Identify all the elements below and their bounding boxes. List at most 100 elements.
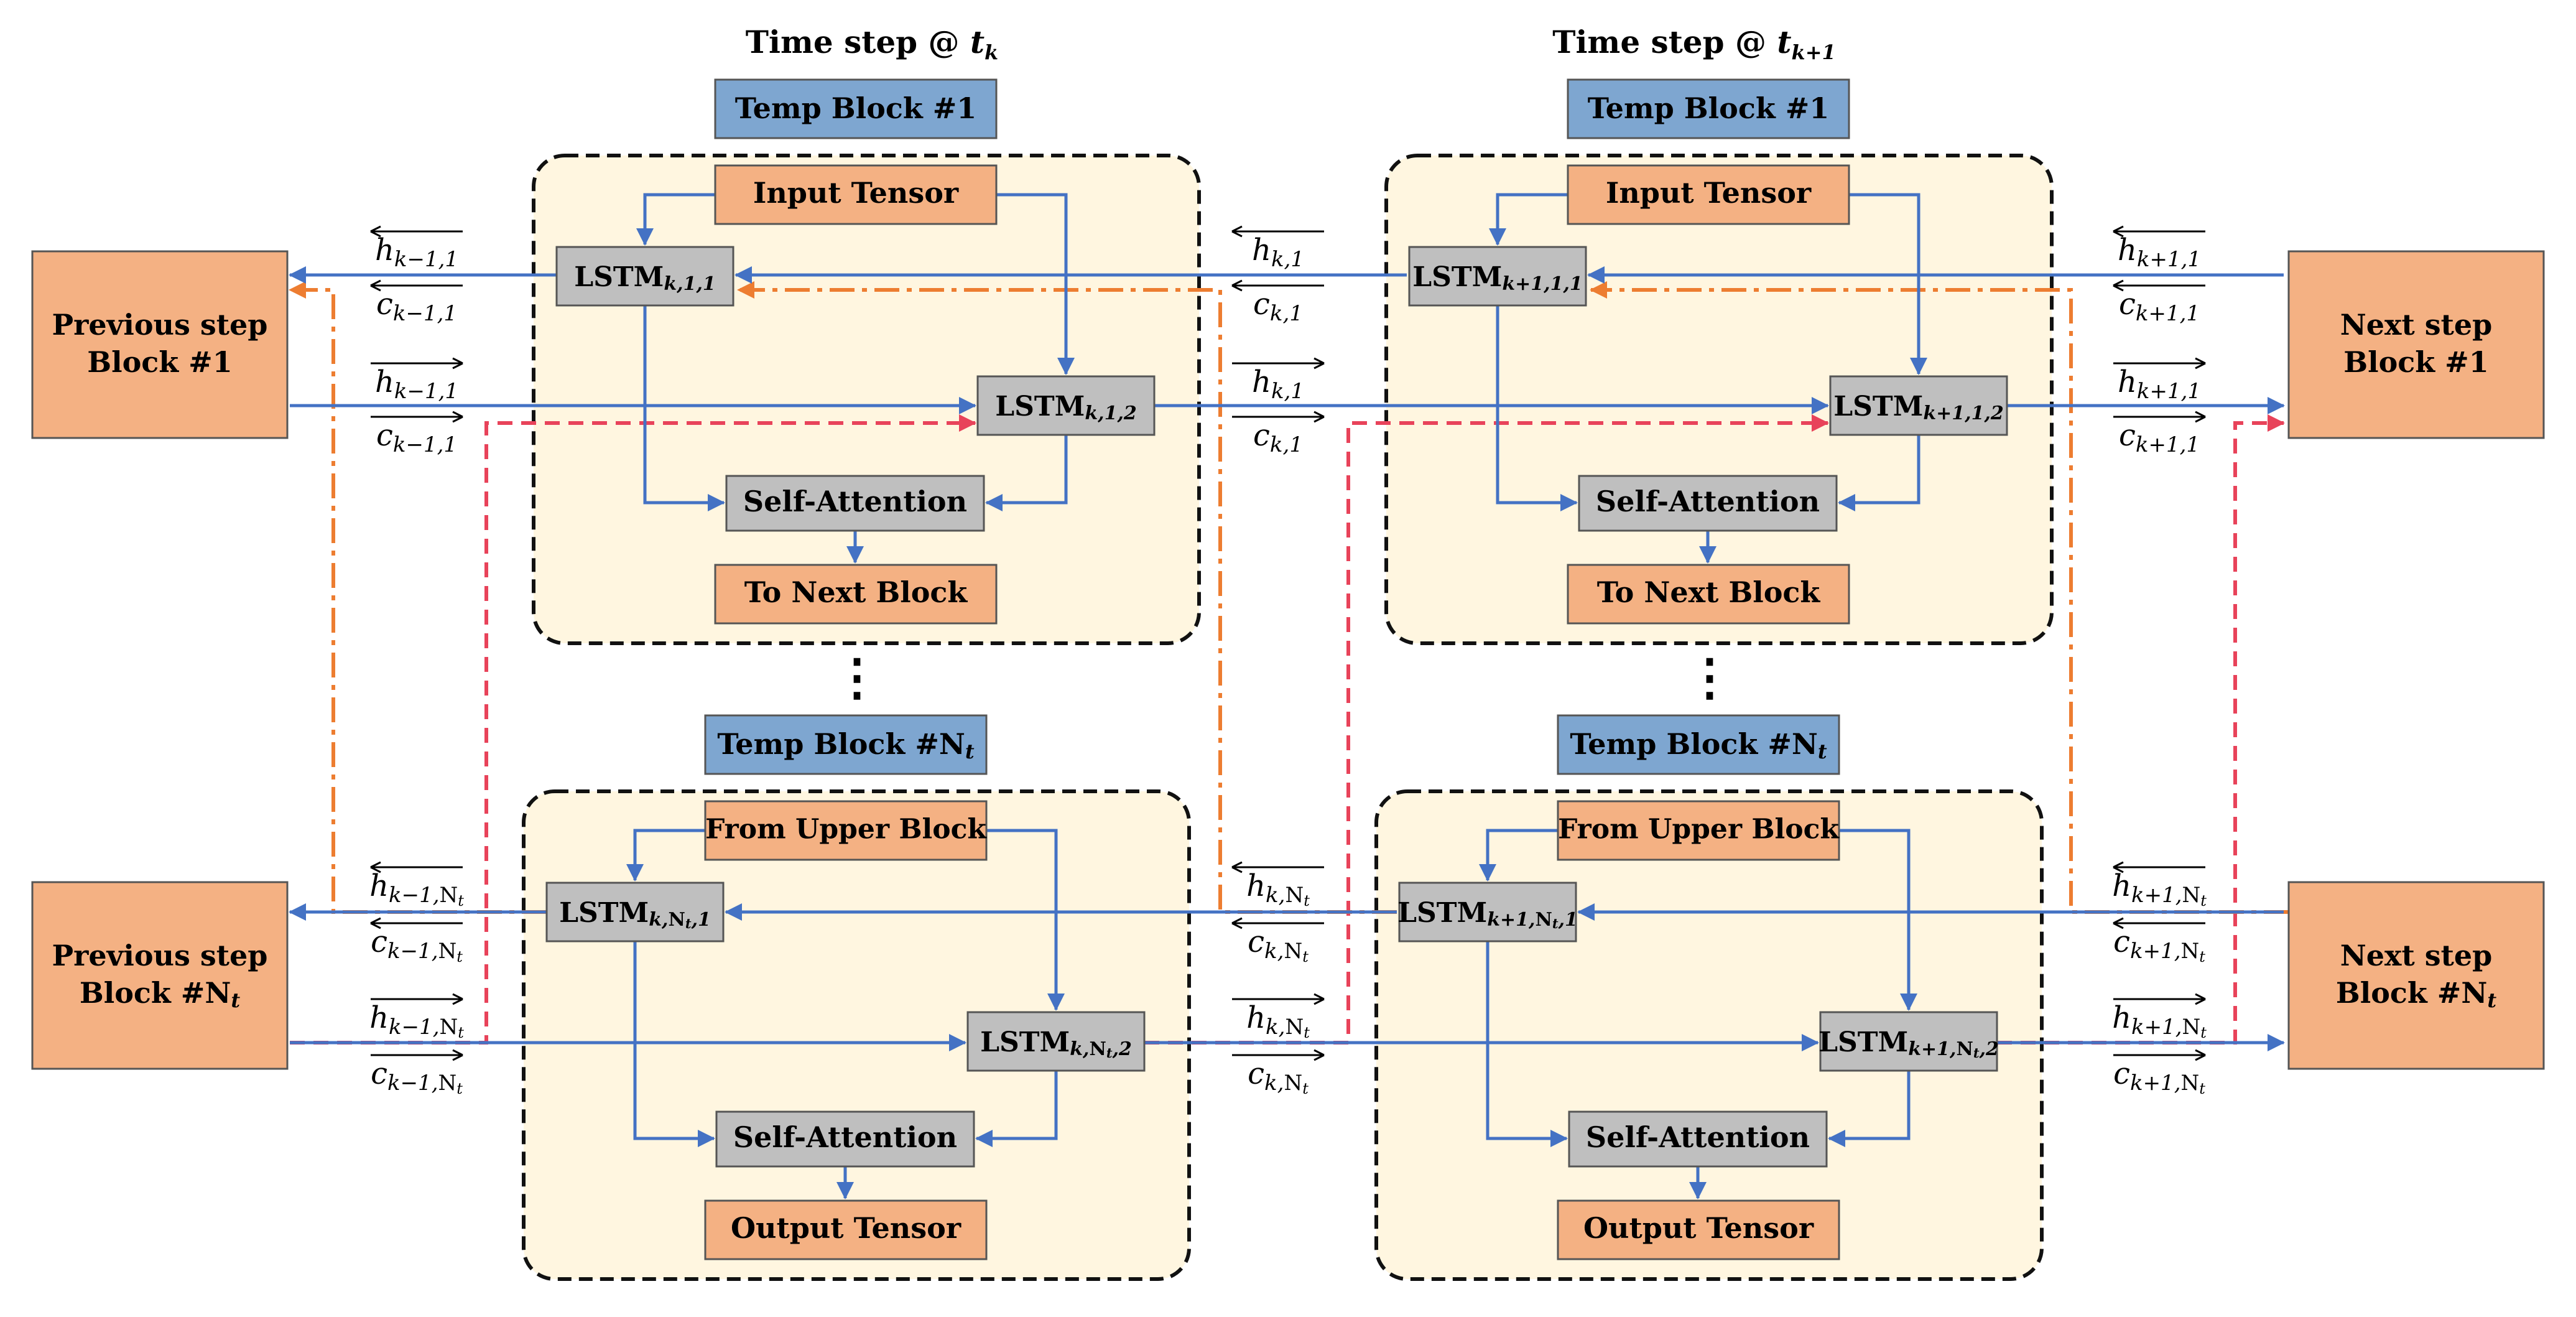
ts1-bottom-lstm2-label: LSTMk+1,Nt,2	[1818, 1026, 1999, 1061]
label-c-back-next-1-text: ck+1,1	[2119, 287, 2200, 326]
ts1-bottom-lstm2	[1819, 1011, 1998, 1072]
ts1-top-lstm2	[1829, 375, 2008, 436]
ts1-bottom-output	[1557, 1199, 1840, 1260]
label-c-fwd-mid-1-arrowhead	[1313, 411, 1325, 423]
ts1-bottom-header-label: Temp Block #Nt	[1570, 727, 1827, 763]
label-c-fwd-next-1: ck+1,1	[2113, 411, 2206, 457]
ts0-top-input-label: Input Tensor	[753, 176, 959, 210]
ts0-top-output-label: To Next Block	[744, 575, 968, 609]
ts0-bottom-lstm2-label: LSTMk,Nt,2	[980, 1026, 1132, 1061]
ts0-bottom-header-label: Temp Block #Nt	[717, 727, 975, 763]
label-h-fwd-mid-n: hk,Nt	[1232, 993, 1325, 1041]
prev-step-block-nt-line2: Block #Nt	[80, 976, 241, 1012]
label-c-back-next-n-arrowhead	[2113, 917, 2124, 929]
next-step-block-1-line2: Block #1	[2343, 345, 2488, 379]
label-h-back-prev-n-arrowhead	[370, 861, 381, 873]
next-step-block-1	[2287, 250, 2545, 439]
ts1-bottom-attention-label: Self-Attention	[1586, 1120, 1810, 1154]
label-c-back-mid-n-arrowhead	[1231, 917, 1243, 929]
label-c-fwd-prev-1: ck−1,1	[371, 411, 463, 457]
label-h-fwd-prev-n: hk−1,Nt	[369, 993, 464, 1041]
label-c-back-mid-1-arrowhead	[1231, 279, 1243, 292]
ts1-top-attention-label: Self-Attention	[1596, 485, 1820, 518]
label-c-back-prev-n-arrowhead	[370, 917, 381, 929]
label-c-fwd-mid-1-text: ck,1	[1253, 418, 1303, 457]
label-c-back-mid-n: ck,Nt	[1231, 917, 1324, 966]
label-c-fwd-mid-n: ck,Nt	[1232, 1049, 1325, 1097]
label-c-fwd-prev-n-arrowhead	[452, 1049, 463, 1061]
label-c-back-next-n-text: ck+1,Nt	[2113, 924, 2205, 966]
ts0-bottom-edge-lstm2-attn	[975, 1071, 1058, 1147]
ts0-bottom-lstm1-label: LSTMk,Nt,1	[559, 897, 711, 931]
label-h-back-mid-1-arrowhead	[1231, 225, 1243, 238]
label-h-fwd-next-n: hk+1,Nt	[2112, 993, 2207, 1041]
ts0-ellipsis: ⋮	[832, 648, 882, 706]
ts1-top-edge-lstm1-attn	[1496, 305, 1578, 511]
label-h-back-prev-1: hk−1,1	[370, 225, 463, 272]
label-c-back-prev-1: ck−1,1	[370, 279, 463, 326]
ts0-top-header-label: Temp Block #1	[735, 91, 977, 125]
ts0-top-header	[714, 78, 998, 139]
label-c-back-mid-1: ck,1	[1231, 279, 1324, 326]
label-c-fwd-next-n-arrowhead	[2195, 1049, 2206, 1061]
prev-step-block-1-line1: Previous step	[52, 308, 268, 342]
ts1-top-header-label: Temp Block #1	[1588, 91, 1830, 125]
label-h-back-mid-n-text: hk,Nt	[1246, 868, 1310, 910]
ts1-bottom-attention	[1568, 1110, 1828, 1168]
label-h-back-next-n-text: hk+1,Nt	[2112, 868, 2207, 910]
label-h-back-mid-n: hk,Nt	[1231, 861, 1324, 910]
label-h-back-prev-1-arrowhead	[370, 225, 381, 238]
ts0-bottom-output	[704, 1199, 988, 1260]
label-c-fwd-mid-n-arrowhead	[1313, 1049, 1325, 1061]
prev-step-block-nt-line1: Previous step	[52, 939, 268, 972]
ts1-bottom-input	[1557, 800, 1840, 861]
label-h-back-mid-n-arrowhead	[1231, 861, 1243, 873]
ts0-bottom-edge-input-lstm2	[986, 829, 1065, 1011]
ts1-top-lstm2-label: LSTMk+1,1,2	[1833, 391, 2004, 425]
label-c-back-prev-1-arrowhead	[370, 279, 381, 292]
label-c-back-next-1: ck+1,1	[2113, 279, 2205, 326]
timestep-title-k: Time step @ tk	[746, 24, 998, 64]
ts1-top-edge-input-lstm1	[1489, 193, 1568, 246]
ts0-bottom-header	[704, 714, 988, 775]
label-h-back-next-n: hk+1,Nt	[2112, 861, 2207, 910]
label-c-fwd-mid-n-text: ck,Nt	[1248, 1056, 1309, 1097]
ts1-top-attention	[1578, 475, 1838, 532]
label-c-back-next-n: ck+1,Nt	[2113, 917, 2205, 966]
label-h-back-prev-1-text: hk−1,1	[375, 233, 458, 272]
ts0-bottom-lstm2	[966, 1011, 1146, 1072]
ts1-bottom-edge-input-lstm2	[1839, 829, 1917, 1011]
label-h-fwd-mid-1: hk,1	[1232, 357, 1325, 404]
ts1-top-lstm1	[1408, 246, 1587, 307]
label-c-fwd-next-1-arrowhead	[2195, 411, 2206, 423]
label-c-back-mid-n-text: ck,Nt	[1248, 924, 1309, 966]
edge-orange-mid	[737, 281, 1397, 914]
ts1-top-header	[1567, 78, 1850, 139]
ts0-top-edge-input-lstm2	[996, 193, 1075, 375]
label-h-back-next-n-arrowhead	[2113, 861, 2124, 873]
ts0-bottom-input-label: From Upper Block	[705, 814, 987, 845]
label-h-fwd-mid-1-text: hk,1	[1252, 365, 1304, 404]
label-c-back-prev-n-text: ck−1,Nt	[371, 924, 463, 966]
prev-step-block-nt	[31, 881, 289, 1070]
label-c-fwd-prev-1-arrowhead	[452, 411, 463, 423]
ts0-top-lstm2	[976, 375, 1156, 436]
ts1-ellipsis: ⋮	[1685, 648, 1735, 706]
ts0-top-output	[714, 564, 998, 625]
label-c-back-mid-1-text: ck,1	[1253, 287, 1303, 326]
timestep-title-k1: Time step @ tk+1	[1552, 24, 1836, 64]
ts1-bottom-output-label: Output Tensor	[1583, 1211, 1814, 1245]
ts1-bottom-edge-input-lstm1	[1479, 829, 1558, 882]
label-h-fwd-prev-n-text: hk−1,Nt	[369, 1000, 464, 1041]
ts0-top-edge-input-lstm1	[636, 193, 715, 246]
label-h-back-next-1-arrowhead	[2113, 225, 2124, 238]
ts0-bottom-edge-lstm1-attn	[633, 941, 715, 1147]
label-c-fwd-prev-1-text: ck−1,1	[376, 418, 457, 457]
ts0-bottom-attention	[715, 1110, 975, 1168]
label-h-back-next-1: hk+1,1	[2113, 225, 2205, 272]
label-c-fwd-prev-n: ck−1,Nt	[371, 1049, 463, 1097]
label-c-back-next-1-arrowhead	[2113, 279, 2124, 292]
ts1-top-edge-lstm2-attn	[1838, 435, 1920, 511]
label-h-fwd-mid-n-text: hk,Nt	[1246, 1000, 1310, 1041]
ts1-top-lstm1-label: LSTMk+1,1,1	[1412, 261, 1583, 296]
